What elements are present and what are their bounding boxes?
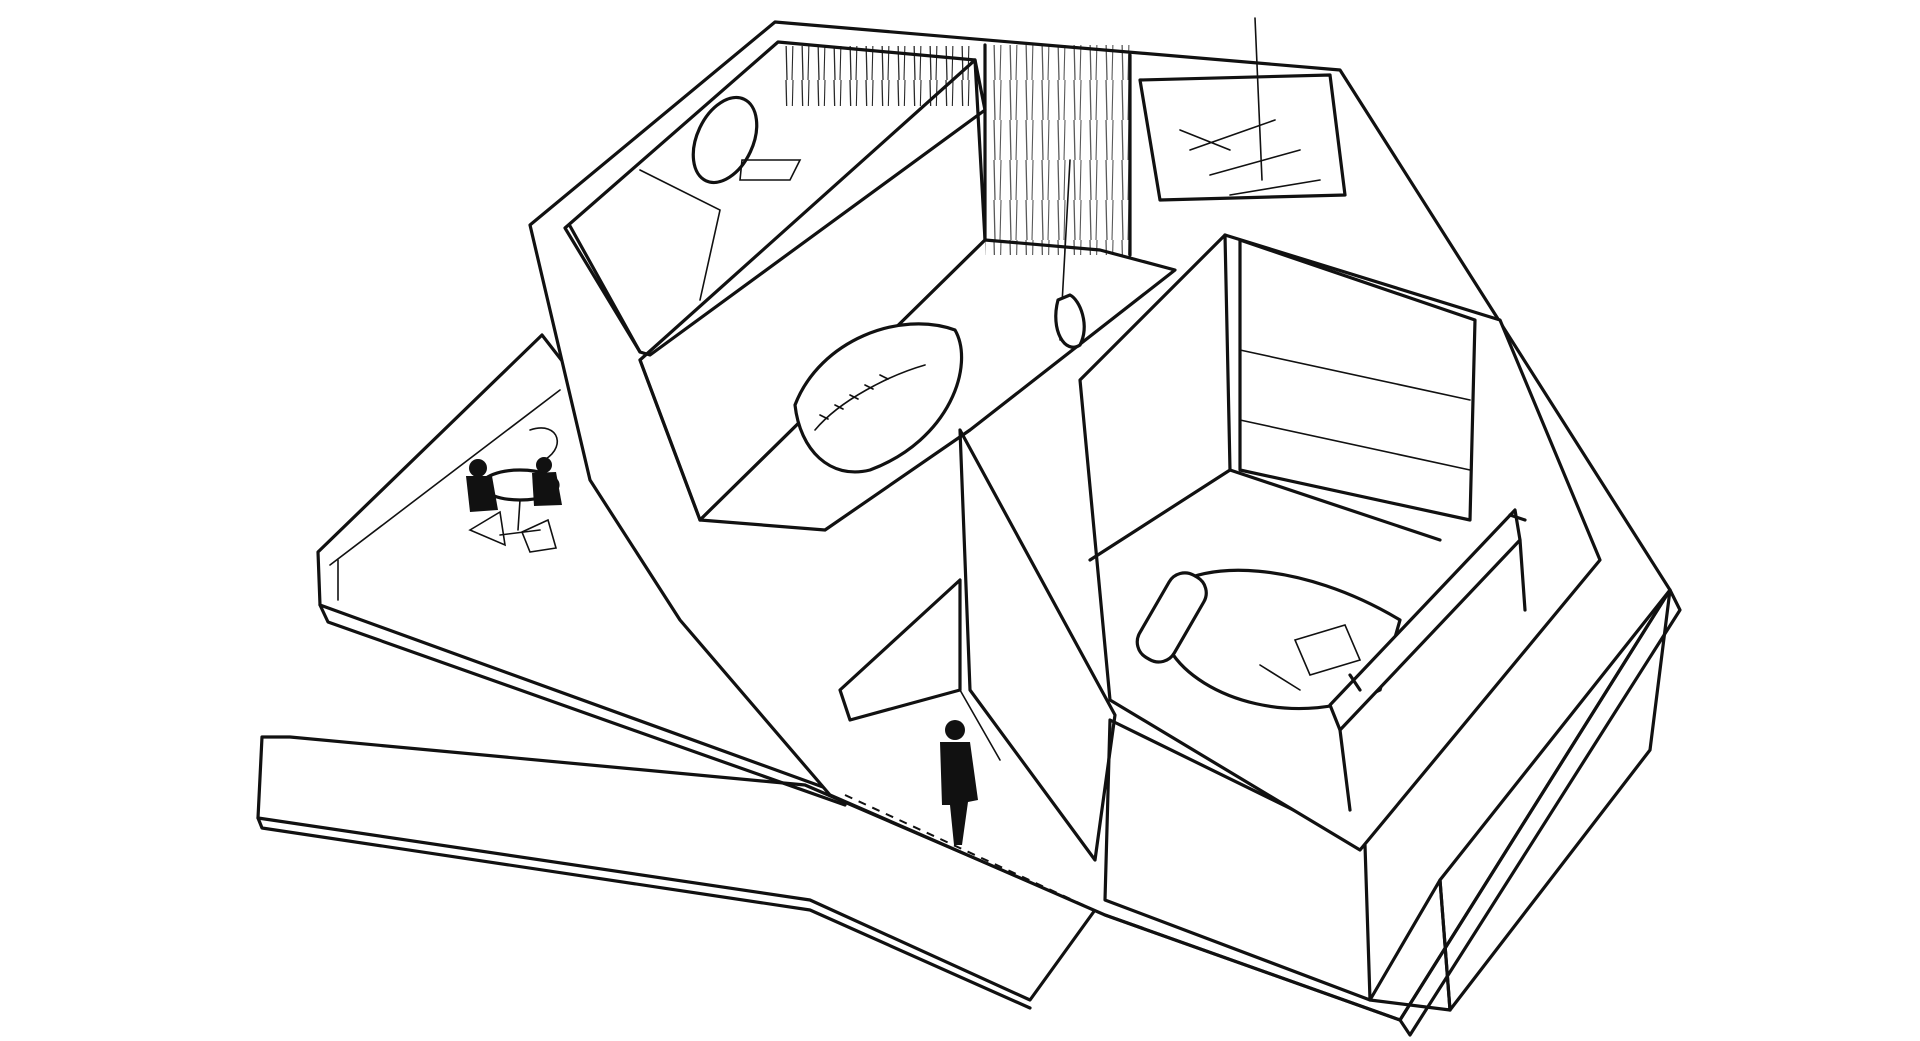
- base-wall: [1103, 588, 1682, 1037]
- bedroom: [1078, 233, 1602, 852]
- walking-figure: [940, 720, 978, 845]
- stair: [1138, 17, 1347, 202]
- wardrobe-wall: [1238, 238, 1477, 522]
- corridor: [844, 689, 1106, 916]
- bathroom: [563, 40, 987, 357]
- seated-figure: [466, 457, 562, 512]
- bathtub: [691, 95, 802, 185]
- ramp: [256, 735, 1097, 1010]
- pendant-lamp: [1054, 159, 1086, 349]
- glass-partition: [1328, 508, 1527, 812]
- armchair: [793, 322, 964, 474]
